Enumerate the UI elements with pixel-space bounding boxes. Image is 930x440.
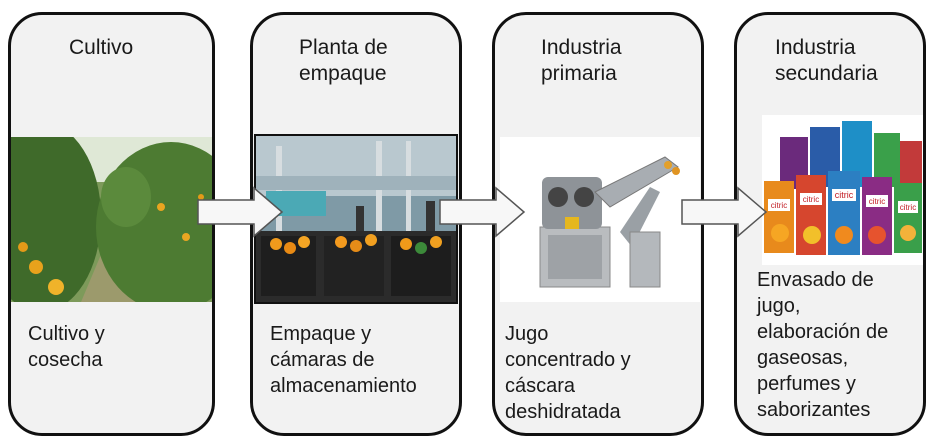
arrow-right-icon xyxy=(681,186,768,238)
arrow-right-icon xyxy=(197,186,284,238)
carton-brand-label: citric xyxy=(835,190,854,200)
arrow-right-icon xyxy=(439,186,526,238)
carton-brand-label: citric xyxy=(771,201,787,210)
stage-cultivo: Cultivo Cultivo y cosecha xyxy=(8,12,215,436)
stage-industria-primaria: Industria primaria Jugo concentrado y cá… xyxy=(492,12,704,436)
stage-title: Planta de empaque xyxy=(299,36,388,85)
stage-description: Envasado de jugo, elaboración de gaseosa… xyxy=(757,269,889,421)
carton-brand-label: citric xyxy=(900,203,916,212)
citric-juice-cartons-photo: citric citric citric citric citric xyxy=(762,115,923,265)
stage-title: Industria secundaria xyxy=(775,36,878,85)
stage-title: Industria primaria xyxy=(541,36,622,85)
carton-brand-label: citric xyxy=(869,197,885,206)
juice-extractor-machine-photo xyxy=(500,137,700,302)
stage-description: Empaque y cámaras de almacenamiento xyxy=(270,323,417,397)
packing-plant-photo xyxy=(254,134,458,304)
orange-grove-photo xyxy=(11,137,212,302)
stage-description: Cultivo y cosecha xyxy=(28,323,105,371)
stage-title: Cultivo xyxy=(69,36,134,59)
carton-brand-label: citric xyxy=(803,195,819,204)
stage-planta-de-empaque: Planta de empaque Empaque y xyxy=(250,12,462,436)
stage-industria-secundaria: Industria secundaria citric citric citri… xyxy=(734,12,926,436)
stage-description: Jugo concentrado y cáscara deshidratada xyxy=(505,323,631,423)
